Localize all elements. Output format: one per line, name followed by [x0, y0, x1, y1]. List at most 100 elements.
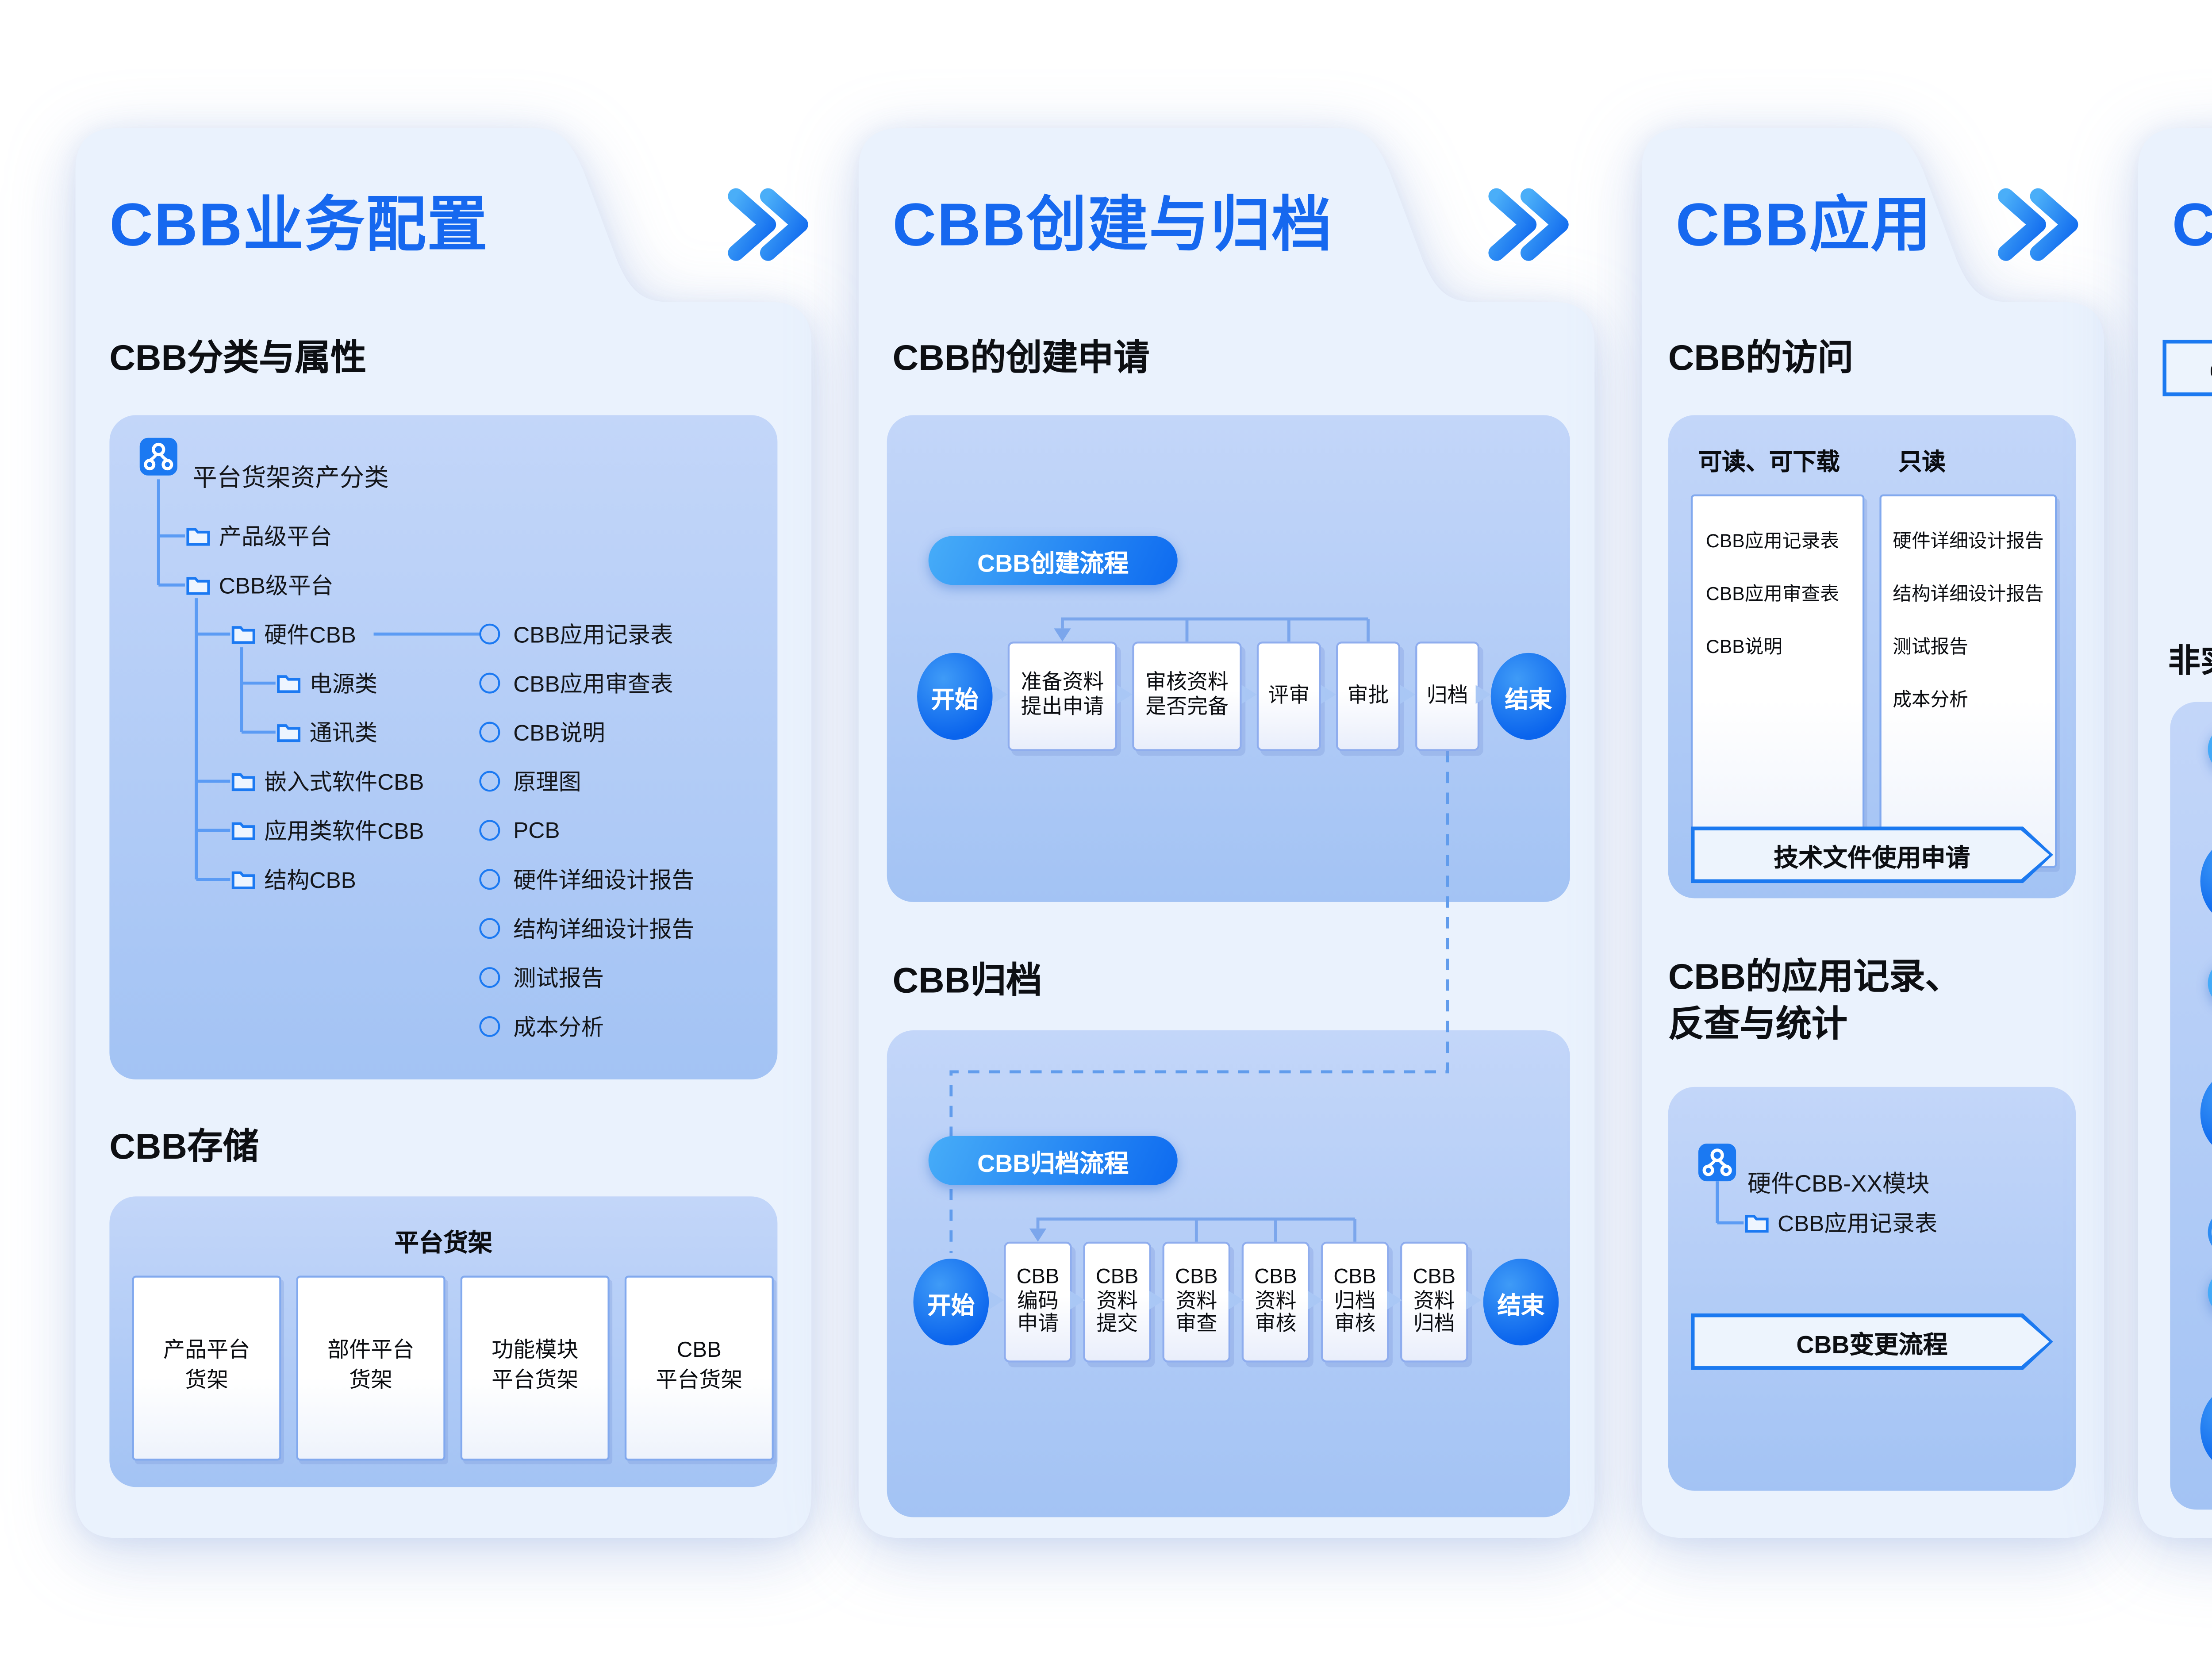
doc-item: 硬件详细设计报告 [513, 867, 695, 894]
readonly-item: 测试报告 [1893, 637, 1968, 659]
flow-pill: CBB归档流程 [928, 1136, 1178, 1185]
readonly-label: 只读 [1898, 449, 1946, 476]
flow-start: 开始 [913, 1259, 989, 1346]
chevron-double-icon [1488, 188, 1569, 261]
flow-step: 评审 [1256, 641, 1321, 751]
banner-label: CBB变更流程 [1694, 1317, 2049, 1366]
records-box [1668, 1087, 2076, 1491]
readable-item: CBB说明 [1706, 637, 1783, 659]
flow-start: 开始 [2200, 1070, 2212, 1157]
non-entity-change-heading: 非实体类CBB变更 [2168, 643, 2212, 680]
doc-item: 测试报告 [513, 965, 604, 992]
flow-start: 开始 [2200, 837, 2212, 925]
flow-step: CBB 资料 审核 [1241, 1241, 1310, 1363]
panel-title: CBB变更 [2172, 177, 2212, 264]
storage-card-label: 产品平台 货架 [163, 1340, 250, 1393]
readable-card [1690, 494, 1865, 868]
storage-card-label: 部件平台 货架 [327, 1340, 415, 1393]
flow-step: CBB 资料 提交 [1083, 1241, 1151, 1363]
tree-node-label: 产品级平台 [219, 523, 332, 550]
flow-arrow-icon [1117, 685, 1133, 704]
storage-card-label: CBB 平台货架 [656, 1340, 743, 1393]
section-heading-archive: CBB归档 [892, 962, 1042, 1002]
archive-flow: CBB归档流程 开始 CBB 编码 申请 CBB 资料 提交 CBB 资料 审查… [887, 1030, 1570, 1517]
doc-bullet-icon [479, 672, 500, 694]
section-heading-access: CBB的访问 [1668, 339, 1854, 380]
flow-arrow-icon [1241, 685, 1257, 704]
storage-card: CBB 平台货架 [624, 1275, 774, 1461]
flow-start: 开始 [917, 653, 993, 740]
flow-step: CBB 资料 审查 [1162, 1241, 1231, 1363]
flow-arrow-icon [1228, 1290, 1244, 1310]
section-heading-records: CBB的应用记录、 反查与统计 [1668, 958, 1961, 1047]
panel-create-archive: CBB创建与归档 CBB的创建申请 CBB归档 CBB创建流程 开始 准备资料 … [858, 128, 1595, 1538]
folder-icon [186, 577, 210, 595]
flow-arrow-icon [1321, 685, 1336, 704]
folder-icon [1745, 1215, 1769, 1233]
tree-node-label: CBB级平台 [219, 572, 334, 599]
folder-icon [277, 724, 301, 742]
panel-title: CBB创建与归档 [892, 190, 1333, 259]
tree-root-label: 平台货架资产分类 [192, 463, 389, 492]
flow-pill: CBB变更权限获取 [2208, 958, 2212, 1008]
section-heading-classification: CBB分类与属性 [109, 339, 367, 380]
module-label: 硬件CBB-XX模块 [1747, 1171, 1930, 1198]
folder-icon [231, 773, 255, 791]
problem-report-banner: CBB问题报告 [2162, 340, 2212, 396]
doc-item: 结构详细设计报告 [513, 916, 695, 943]
flow-arrow-icon [992, 685, 1008, 704]
doc-bullet-icon [479, 918, 500, 939]
folder-icon [186, 528, 210, 546]
flow-end: 结束 [1483, 1259, 1559, 1346]
storage-card: 产品平台 货架 [132, 1275, 281, 1461]
sitemap-icon [1698, 1143, 1736, 1182]
tree-node-label: 电源类 [309, 671, 378, 698]
tree-node-label: 硬件CBB [264, 622, 356, 649]
flow-arrow-icon [1400, 685, 1416, 704]
flow-arrow-icon [1149, 1290, 1164, 1310]
flow-step: 准备资料 提出申请 [1007, 641, 1118, 751]
doc-bullet-icon [479, 623, 500, 645]
doc-bullet-icon [479, 869, 500, 890]
flow-step: CBB 编码 申请 [1004, 1241, 1072, 1363]
panel-title: CBB应用 [1675, 190, 1932, 259]
modify-pill: CBB修改 [2208, 1207, 2212, 1257]
tree-node-label: 应用类软件CBB [264, 818, 424, 845]
module-doc-label: CBB应用记录表 [1778, 1210, 1938, 1237]
doc-bullet-icon [479, 1016, 500, 1037]
create-flow: CBB创建流程 开始 准备资料 提出申请 审核资料 是否完备 评审 审批 归档 … [887, 415, 1570, 902]
panel-change: CBB变更 CBB问题报告 CBB问题分析与测试 实体类CBB变更 非实体类CB… [2138, 128, 2212, 1538]
tree-node-label: 嵌入式软件CBB [264, 769, 424, 795]
tree-node-label: 结构CBB [264, 867, 356, 894]
flow-arrow-icon [1307, 1290, 1323, 1310]
storage-shelf-title: 平台货架 [394, 1228, 493, 1257]
doc-item: 成本分析 [513, 1014, 604, 1041]
sitemap-icon [139, 438, 177, 476]
readonly-item: 成本分析 [1893, 691, 1968, 712]
banner-label: CBB问题报告 [2166, 343, 2212, 392]
doc-item: CBB应用记录表 [513, 622, 673, 649]
chevron-double-icon [728, 188, 808, 261]
banner-label: 技术文件使用申请 [1694, 830, 2049, 879]
storage-card: 部件平台 货架 [296, 1275, 445, 1461]
panel-title: CBB业务配置 [109, 190, 489, 259]
panel-application: CBB应用 CBB的访问 可读、可下载 只读 CBB应用记录表 CBB应用审查表… [1641, 128, 2104, 1538]
flow-step: CBB 资料 归档 [1400, 1241, 1468, 1363]
readable-label: 可读、可下载 [1698, 449, 1840, 476]
folder-icon [277, 675, 301, 693]
section-heading-storage: CBB存储 [109, 1128, 259, 1168]
storage-card: 功能模块 平台货架 [460, 1275, 610, 1461]
readonly-item: 硬件详细设计报告 [1893, 532, 2044, 553]
flow-end: 结束 [1490, 653, 1567, 740]
storage-card-label: 功能模块 平台货架 [492, 1340, 579, 1393]
tree-connector-lines [157, 479, 480, 881]
tech-file-request-banner: 技术文件使用申请 [1691, 826, 2053, 883]
flow-arrow-icon [1475, 685, 1491, 704]
doc-item: PCB [513, 817, 560, 844]
flow-start: 开始 [2200, 1385, 2212, 1472]
doc-bullet-icon [479, 967, 500, 988]
panel-business-config: CBB业务配置 CBB分类与属性 平台货架资产分类 产品级平台 CBB级平台 硬… [75, 128, 812, 1538]
change-archive-pill: CBB变更归档 [2208, 1268, 2212, 1317]
flow-step: CBB 归档 审核 [1321, 1241, 1389, 1363]
